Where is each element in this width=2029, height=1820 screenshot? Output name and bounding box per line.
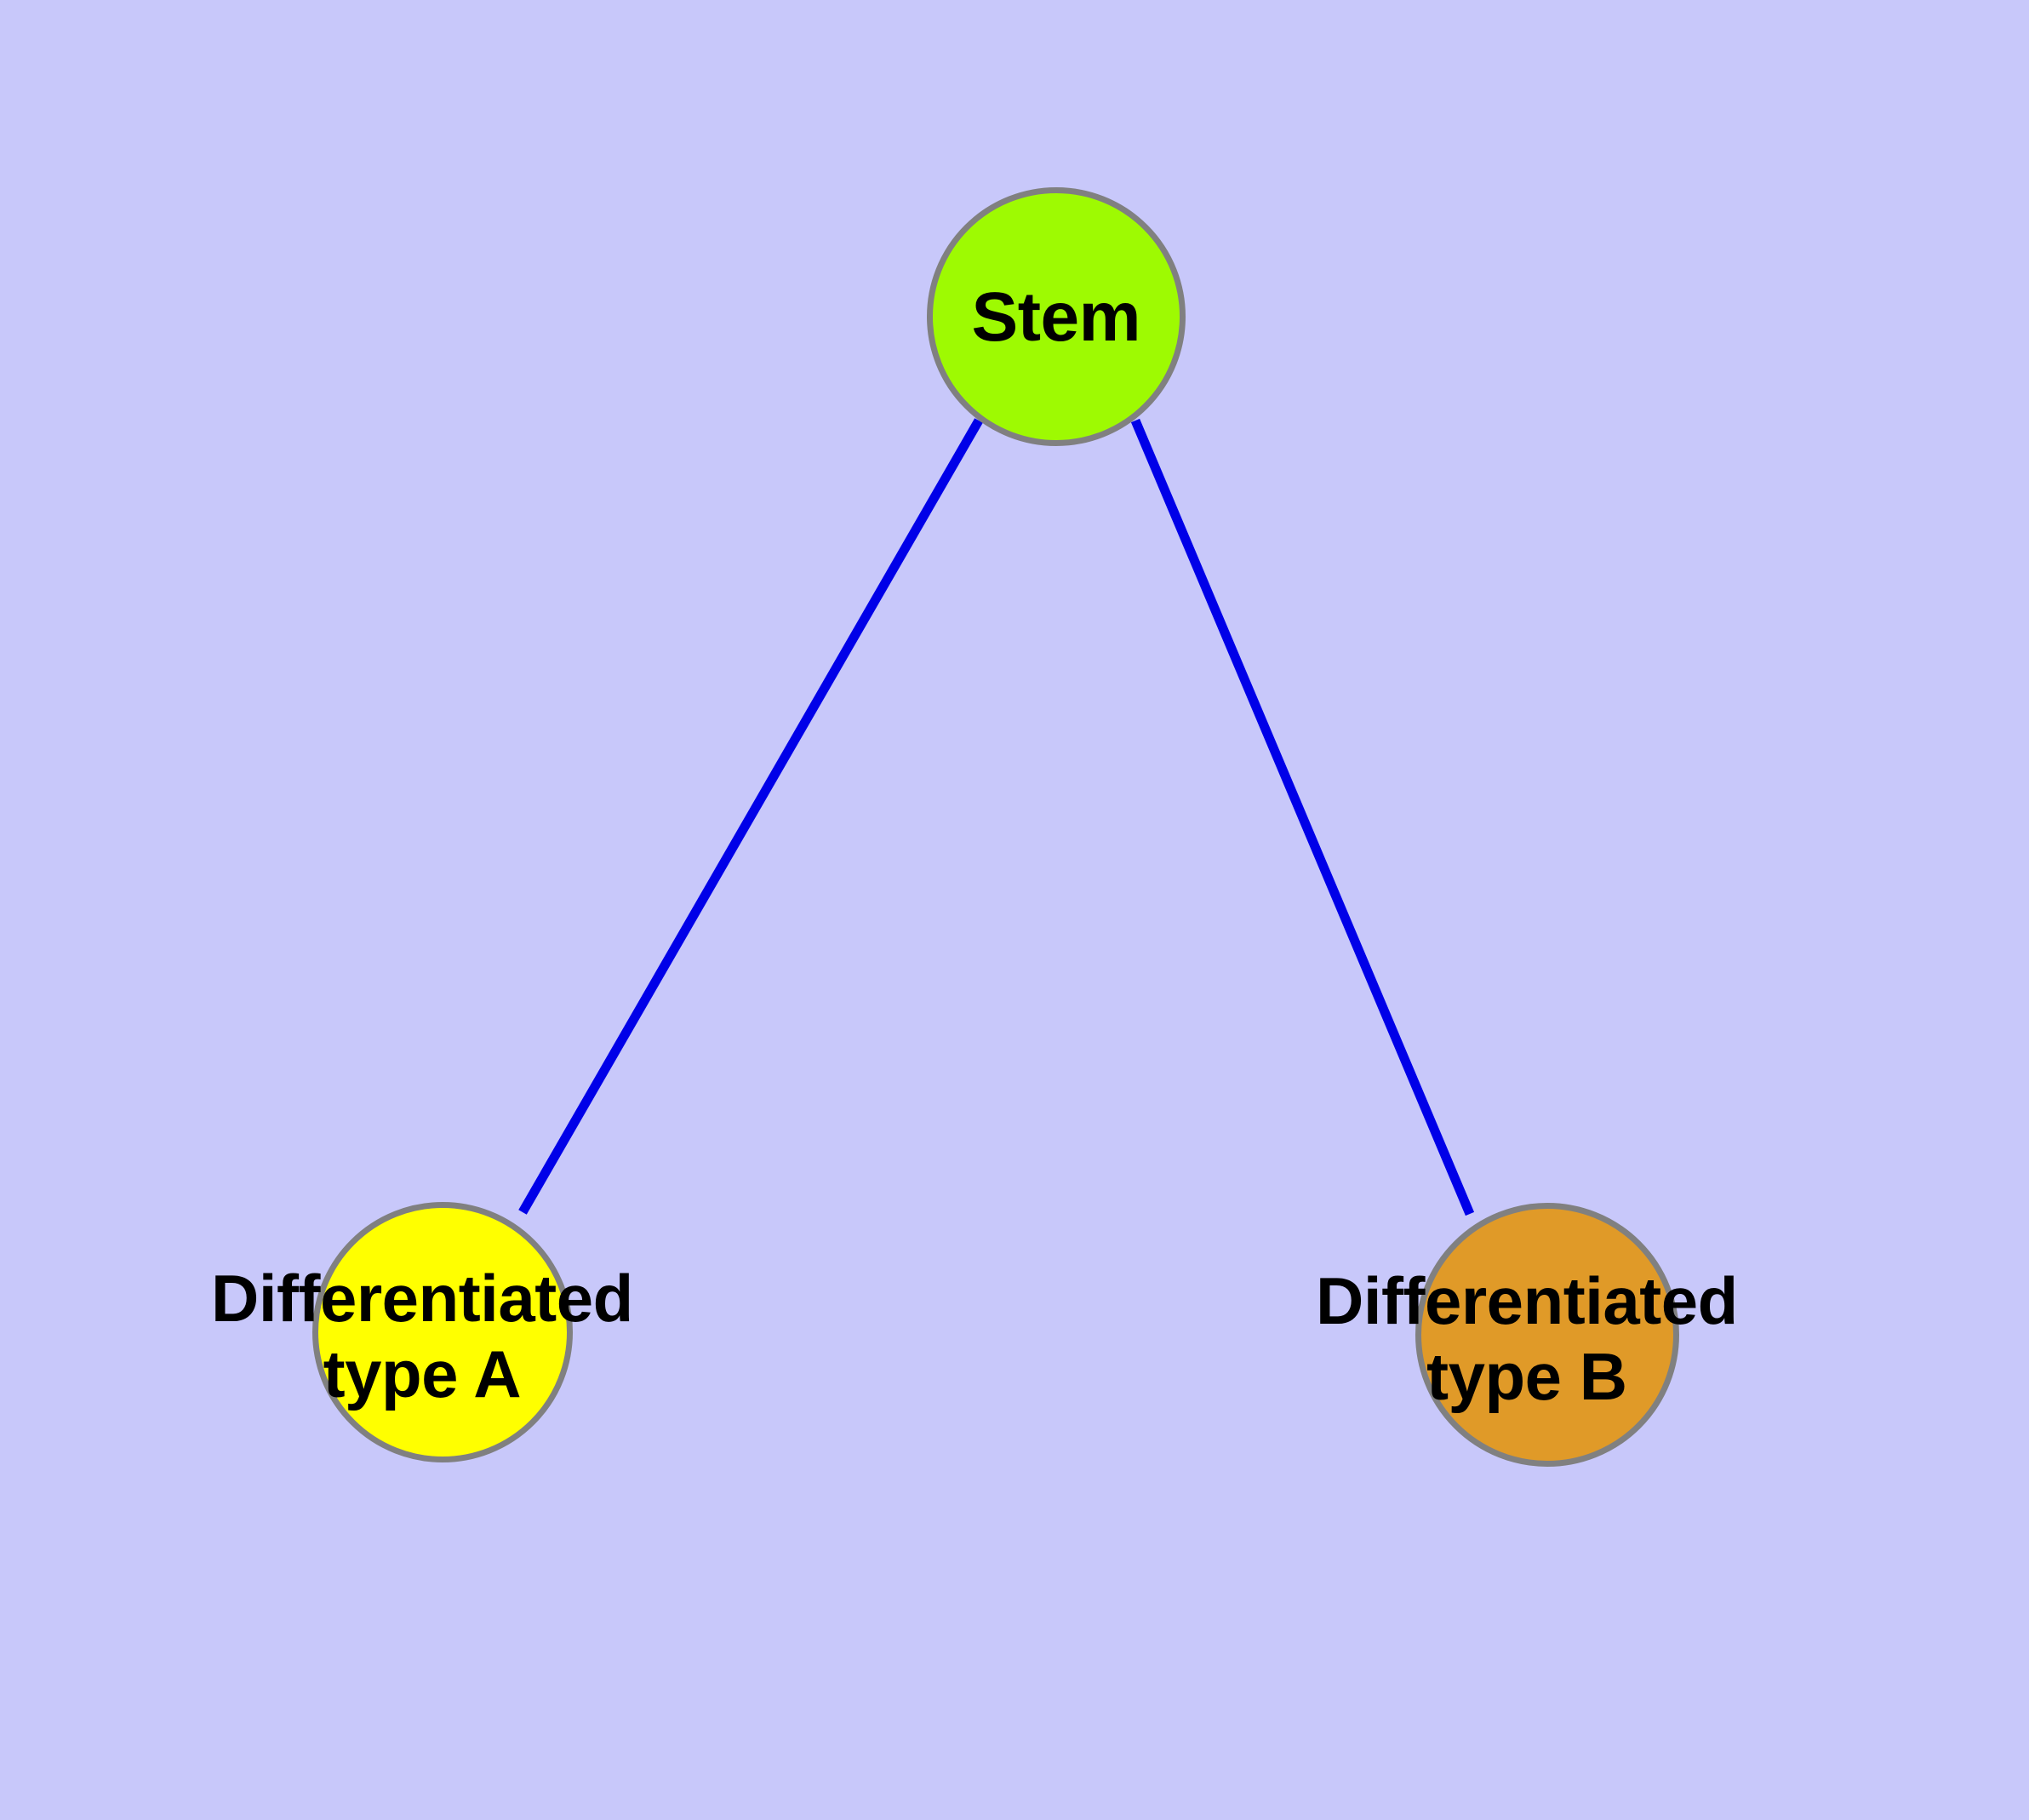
edge-layer [518,418,1475,1216]
graph-edge-stem-to-diff_b[interactable] [1130,418,1475,1216]
graph-node-label-stem: Stem [971,278,1141,356]
graph-node-diff_a[interactable] [312,1202,573,1462]
node-layer [312,187,1679,1467]
graph-node-diff_b[interactable] [1415,1203,1679,1467]
graph-edge-stem-to-diff_a[interactable] [518,418,983,1215]
graph-node-stem[interactable] [927,187,1186,446]
graph-node-label-diff_b: Differentiated type B [1316,1263,1738,1414]
graph-node-label-diff_a: Differentiated type A [211,1261,633,1411]
